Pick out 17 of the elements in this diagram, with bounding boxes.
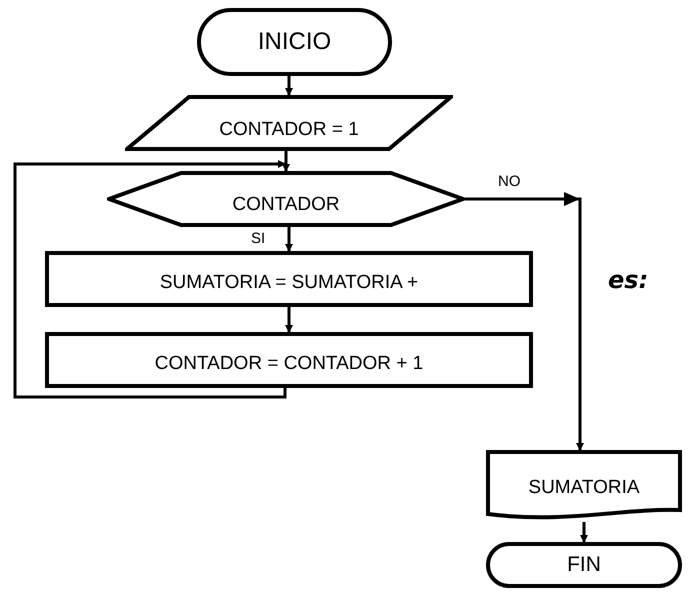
edge-label: NO — [497, 174, 522, 189]
node-text: INICIO — [258, 27, 332, 57]
process-box — [45, 251, 533, 307]
node-text: CONTADOR — [232, 192, 340, 217]
node-text: SUMATORIA = SUMATORIA + — [160, 270, 418, 295]
node-text: CONTADOR = 1 — [219, 118, 359, 142]
node-text: FIN — [567, 552, 601, 578]
loop-hexagon — [107, 171, 465, 227]
output-document — [486, 450, 682, 522]
terminal-shape — [197, 8, 392, 76]
edge-label: SI — [250, 231, 266, 246]
note-text: es: — [608, 265, 648, 296]
terminal-shape — [486, 542, 682, 588]
node-text: SUMATORIA — [528, 476, 640, 500]
node-text: CONTADOR = CONTADOR + 1 — [154, 352, 424, 376]
process-box — [45, 332, 533, 388]
input-parallelogram — [125, 95, 453, 151]
